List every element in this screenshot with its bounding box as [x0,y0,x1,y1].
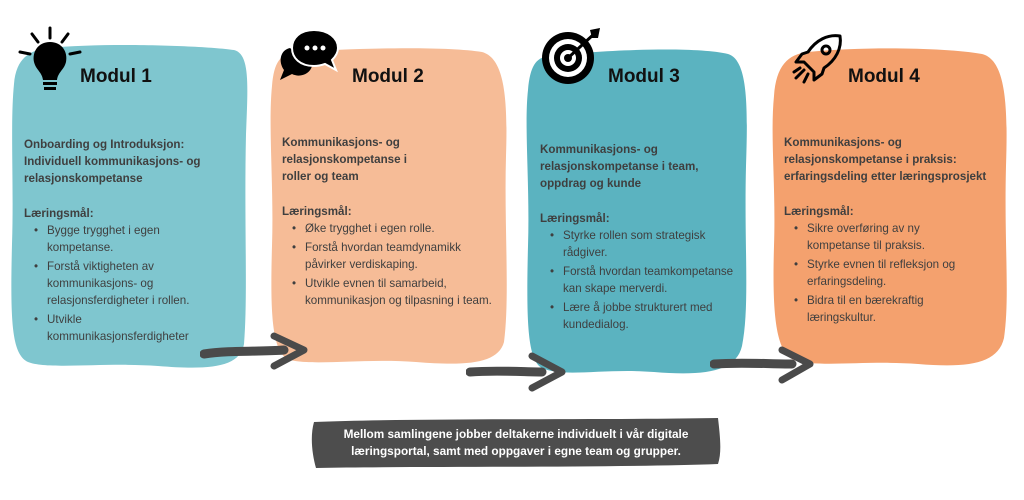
list-item: Øke trygghet i egen rolle. [292,220,505,237]
arrow-2-icon [466,352,566,392]
module-4-content: Kommunikasjons- og relasjonskompetanse i… [784,134,1002,328]
list-item: Forstå viktigheten av kommunikasjons- og… [34,258,219,309]
module-4-subtitle: Kommunikasjons- og relasjonskompetanse i… [784,136,987,183]
list-item: Lære å jobbe strukturert med kundedialog… [550,299,748,333]
module-4-card: Kommunikasjons- og relasjonskompetanse i… [768,46,1014,370]
footer-text: Mellom samlingene jobber deltakerne indi… [343,427,689,458]
module-3-goals: Styrke rollen som strategisk rådgiver. F… [540,227,753,333]
module-3-subtitle: Kommunikasjons- og relasjonskompetanse i… [540,143,699,190]
module-3-goals-title: Læringsmål: [540,212,610,225]
footer-background [311,418,721,468]
list-item: Forstå hvordan teamdynamikk påvirker ver… [292,239,490,273]
module-1-card: Onboarding og Introduksjon: Individuell … [8,44,250,372]
list-item: Styrke evnen til refleksjon og erfarings… [794,256,987,290]
list-item: Utvikle evnen til samarbeid, kommunikasj… [292,275,495,309]
module-2-goals: Øke trygghet i egen rolle. Forstå hvorda… [282,220,505,309]
module-4-goals: Sikre overføring av ny kompetanse til pr… [784,220,997,326]
module-3-content: Kommunikasjons- og relasjonskompetanse i… [540,141,738,335]
lightbulb-icon [18,26,82,90]
module-4-title: Modul 4 [848,66,920,87]
module-2-content: Kommunikasjons- og relasjonskompetanse i… [282,134,500,311]
module-1-goals: Bygge trygghet i egen kompetanse. Forstå… [24,222,257,345]
list-item: Styrke rollen som strategisk rådgiver. [550,227,733,261]
module-2-title: Modul 2 [352,66,424,87]
footer-note: Mellom samlingene jobber deltakerne indi… [310,416,722,468]
rocket-icon [792,34,842,84]
arrow-3-icon [710,346,814,384]
module-1-goals-title: Læringsmål: [24,207,94,220]
module-2-goals-title: Læringsmål: [282,205,352,218]
arrow-1-icon [200,332,308,370]
module-1-content: Onboarding og Introduksjon: Individuell … [24,136,238,347]
chat-bubbles-icon [280,28,340,80]
target-icon [542,28,600,84]
list-item: Bidra til en bærekraftig læringskultur. [794,292,967,326]
module-2-card: Kommunikasjons- og relasjonskompetanse i… [266,46,512,368]
list-item: Utvikle kommunikasjonsferdigheter [34,311,189,345]
module-2-subtitle: Kommunikasjons- og relasjonskompetanse i… [282,136,408,183]
module-3-card: Kommunikasjons- og relasjonskompetanse i… [524,46,750,378]
module-3-title: Modul 3 [608,66,680,87]
list-item: Forstå hvordan teamkompetanse kan skape … [550,263,738,297]
module-1-subtitle: Onboarding og Introduksjon: Individuell … [24,138,201,185]
list-item: Sikre overføring av ny kompetanse til pr… [794,220,967,254]
module-4-goals-title: Læringsmål: [784,205,854,218]
list-item: Bygge trygghet i egen kompetanse. [34,222,187,256]
module-1-title: Modul 1 [80,66,152,87]
